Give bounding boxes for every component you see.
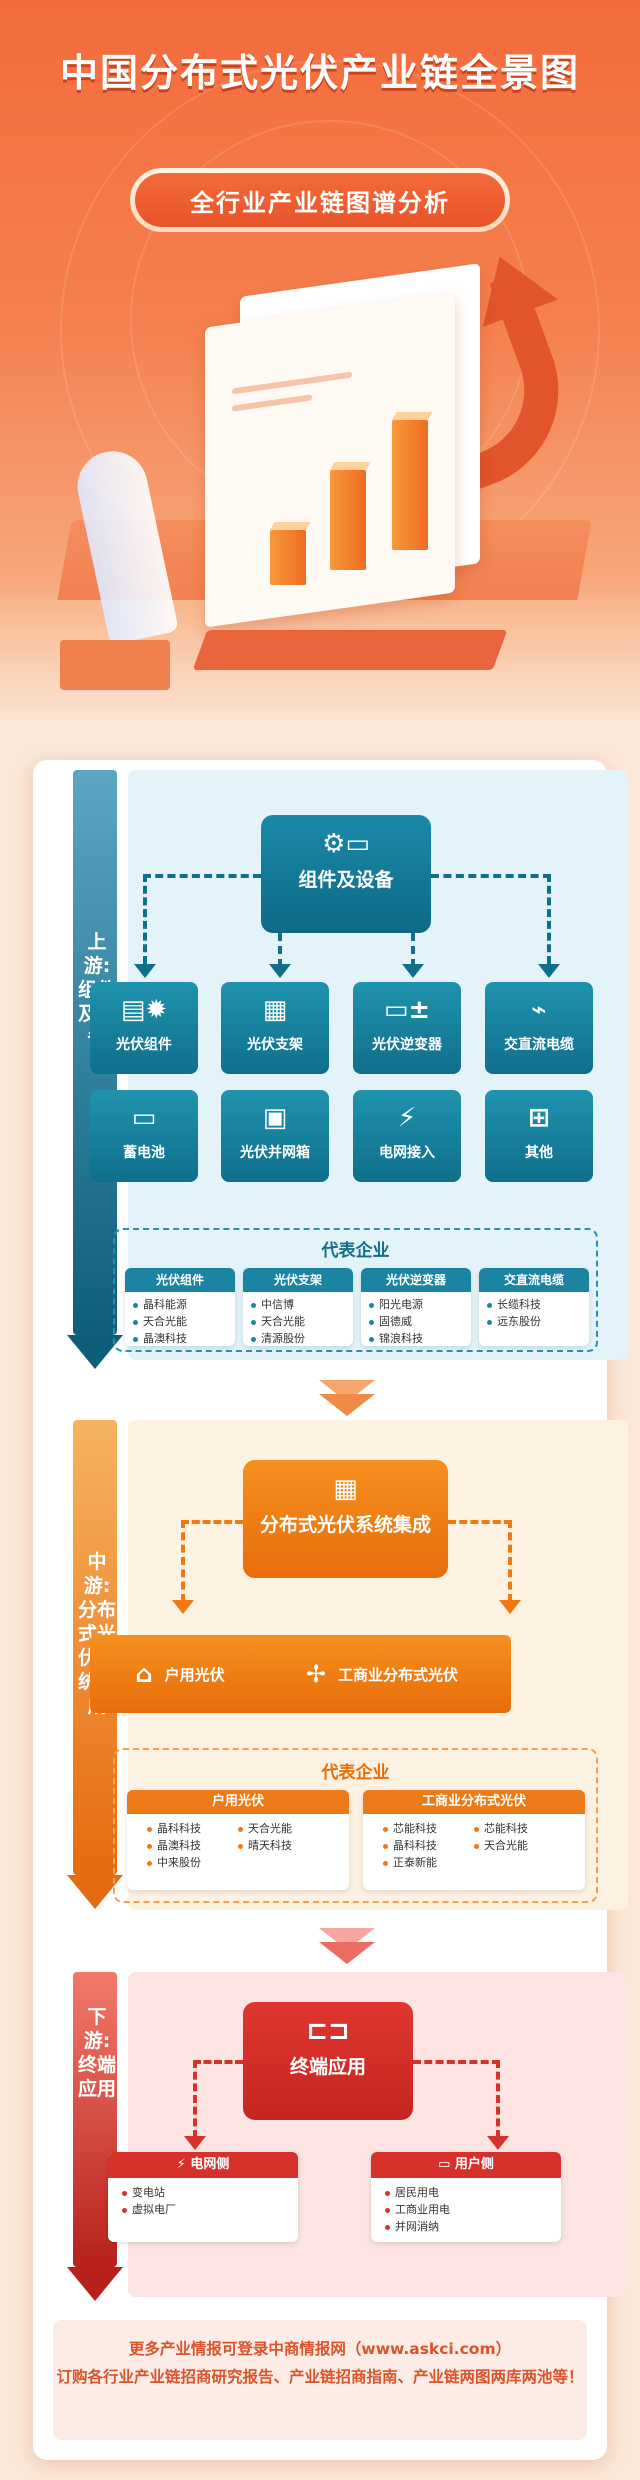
rep-card-head: 光伏逆变器 bbox=[361, 1268, 471, 1292]
inverter-icon: ▭± bbox=[383, 995, 431, 1025]
footer-line-2: 订购各行业产业链招商研究报告、产业链招商指南、产业链两图两库两池等！ bbox=[56, 2368, 584, 2386]
midstream-reps: 代表企业 户用光伏晶科科技天合光能晶澳科技晴天科技中来股份工商业分布式光伏芯能科… bbox=[113, 1748, 598, 1903]
grid-tower-icon: ⚡ bbox=[176, 2157, 191, 2172]
tile-2: ▦ 光伏支架 bbox=[221, 982, 329, 1074]
rep-card-head: 光伏支架 bbox=[243, 1268, 353, 1292]
rep-item: 晶澳科技 bbox=[133, 1330, 227, 1346]
solar-panel-icon: ▦ bbox=[333, 1474, 358, 1504]
tile-5: ▭ 蓄电池 bbox=[90, 1090, 198, 1182]
network-diagram-icon: ⊏⊐ bbox=[306, 2016, 350, 2046]
page-subtitle: 全行业产业链图谱分析 bbox=[135, 173, 505, 227]
downstream-card-head: 电网侧 bbox=[190, 2157, 230, 2172]
rep-card-head: 光伏组件 bbox=[125, 1268, 235, 1292]
rep-item: 正泰新能 bbox=[383, 1854, 474, 1871]
upstream-rep-card: 光伏组件晶科能源天合光能晶澳科技 bbox=[125, 1268, 235, 1346]
rep-item: 阳光电源 bbox=[369, 1296, 463, 1313]
upstream-reps-title: 代表企业 bbox=[321, 1241, 390, 1261]
rep-item: 天合光能 bbox=[133, 1313, 227, 1330]
hero-banner: 中国分布式光伏产业链全景图 全行业产业链图谱分析 bbox=[0, 0, 640, 720]
downstream-axis-label: 下游:终端应用 bbox=[77, 2006, 116, 2100]
tile-8: ⊞ 其他 bbox=[485, 1090, 593, 1182]
wind-turbine-icon: ✢ bbox=[305, 1660, 327, 1688]
rep-item: 居民用电 bbox=[385, 2184, 547, 2201]
footer-line-1: 更多产业情报可登录中商情报网（www.askci.com） bbox=[128, 2340, 512, 2358]
rep-item: 晶科科技 bbox=[383, 1837, 474, 1854]
rep-item: 中来股份 bbox=[147, 1854, 238, 1871]
solar-module-icon: ▤✹ bbox=[120, 995, 168, 1025]
tile-label: 光伏并网箱 bbox=[240, 1145, 310, 1161]
upstream-rep-card: 光伏逆变器阳光电源固德威锦浪科技 bbox=[361, 1268, 471, 1346]
midstream-hub: ▦ 分布式光伏系统集成 bbox=[243, 1460, 448, 1578]
solar-panel-stand-icon: ▦ bbox=[262, 995, 288, 1025]
rep-item: 晶科能源 bbox=[133, 1296, 227, 1313]
rep-item: 远东股份 bbox=[487, 1313, 581, 1330]
upstream-rep-card: 交直流电缆长缆科技远东股份 bbox=[479, 1268, 589, 1346]
user-screen-icon: ▭ bbox=[438, 2157, 455, 2172]
tile-7: ⚡ 电网接入 bbox=[353, 1090, 461, 1182]
rep-item: 固德威 bbox=[369, 1313, 463, 1330]
rep-item: 工商业用电 bbox=[385, 2201, 547, 2218]
tile-label: 光伏支架 bbox=[247, 1037, 303, 1053]
midstream-rep-card: 工商业分布式光伏芯能科技芯能科技晶科科技天合光能正泰新能 bbox=[363, 1790, 585, 1890]
downstream-card-head: 用户侧 bbox=[454, 2157, 494, 2172]
rep-item: 变电站 bbox=[122, 2184, 284, 2201]
rep-item: 晴天科技 bbox=[238, 1837, 329, 1854]
midstream-rep-card: 户用光伏晶科科技天合光能晶澳科技晴天科技中来股份 bbox=[127, 1790, 349, 1890]
rep-item: 晶澳科技 bbox=[147, 1837, 238, 1854]
grid-squares-icon: ⊞ bbox=[528, 1103, 550, 1133]
rep-card-head: 交直流电缆 bbox=[479, 1268, 589, 1292]
midstream-hub-label: 分布式光伏系统集成 bbox=[259, 1514, 431, 1536]
rep-item: 锦浪科技 bbox=[369, 1330, 463, 1346]
subtitle-pill: 全行业产业链图谱分析 bbox=[130, 168, 510, 232]
power-tower-icon: ⚡ bbox=[397, 1103, 417, 1133]
rep-item: 天合光能 bbox=[474, 1837, 565, 1854]
rep-item: 虚拟电厂 bbox=[122, 2201, 284, 2218]
upstream-rep-card: 光伏支架中信博天合光能清源股份 bbox=[243, 1268, 353, 1346]
tile-label: 光伏组件 bbox=[116, 1037, 172, 1053]
rep-item: 天合光能 bbox=[238, 1820, 329, 1837]
rep-item: 芯能科技 bbox=[474, 1820, 565, 1837]
rep-item: 芯能科技 bbox=[383, 1820, 474, 1837]
grid-box-icon: ▣ bbox=[262, 1103, 288, 1133]
upstream-hub: ⚙▭ 组件及设备 bbox=[261, 815, 431, 933]
rep-card-head: 工商业分布式光伏 bbox=[363, 1790, 585, 1814]
upstream-reps: 代表企业 光伏组件晶科能源天合光能晶澳科技光伏支架中信博天合光能清源股份光伏逆变… bbox=[113, 1228, 598, 1352]
tile-4: ⌁ 交直流电缆 bbox=[485, 982, 593, 1074]
downstream-hub: ⊏⊐ 终端应用 bbox=[243, 2002, 413, 2120]
rep-item: 天合光能 bbox=[251, 1313, 345, 1330]
downstream-card-2: ▭ 用户侧居民用电工商业用电并网消纳 bbox=[371, 2152, 561, 2242]
tile-label: 交直流电缆 bbox=[504, 1037, 574, 1053]
footer-note: 更多产业情报可登录中商情报网（www.askci.com） 订购各行业产业链招商… bbox=[52, 2335, 588, 2391]
rep-item: 清源股份 bbox=[251, 1330, 345, 1346]
midstream-box-label: 工商业分布式光伏 bbox=[338, 1665, 459, 1684]
rep-item: 并网消纳 bbox=[385, 2218, 547, 2235]
midstream-box-label: 户用光伏 bbox=[164, 1665, 225, 1684]
midstream-box-1: ⌂ 户用光伏 bbox=[90, 1635, 270, 1713]
rep-item: 中信博 bbox=[251, 1296, 345, 1313]
tile-3: ▭± 光伏逆变器 bbox=[353, 982, 461, 1074]
cable-plug-icon: ⌁ bbox=[531, 995, 547, 1025]
chain-panel: 上游:组件及设备 ⚙▭ 组件及设备 ▤✹光伏组件▦光伏支架▭±光伏逆变器⌁交直流… bbox=[33, 760, 628, 2460]
midstream-reps-title: 代表企业 bbox=[321, 1763, 390, 1783]
house-solar-icon: ⌂ bbox=[135, 1660, 153, 1688]
tile-label: 其他 bbox=[525, 1145, 553, 1161]
gear-router-icon: ⚙▭ bbox=[322, 829, 370, 859]
midstream-box-2: ✢ 工商业分布式光伏 bbox=[253, 1635, 511, 1713]
tile-1: ▤✹ 光伏组件 bbox=[90, 982, 198, 1074]
tile-6: ▣ 光伏并网箱 bbox=[221, 1090, 329, 1182]
battery-icon: ▭ bbox=[131, 1103, 157, 1133]
rep-item: 长缆科技 bbox=[487, 1296, 581, 1313]
downstream-card-1: ⚡ 电网侧变电站虚拟电厂 bbox=[108, 2152, 298, 2242]
rep-item: 晶科科技 bbox=[147, 1820, 238, 1837]
report-illustration bbox=[0, 0, 640, 720]
page-title: 中国分布式光伏产业链全景图 bbox=[59, 51, 580, 95]
tile-label: 光伏逆变器 bbox=[372, 1037, 442, 1053]
rep-card-head: 户用光伏 bbox=[127, 1790, 349, 1814]
upstream-hub-label: 组件及设备 bbox=[298, 869, 394, 891]
downstream-hub-label: 终端应用 bbox=[289, 2056, 366, 2078]
tile-label: 蓄电池 bbox=[123, 1145, 165, 1161]
footer-box bbox=[53, 2320, 587, 2440]
tile-label: 电网接入 bbox=[379, 1145, 435, 1161]
